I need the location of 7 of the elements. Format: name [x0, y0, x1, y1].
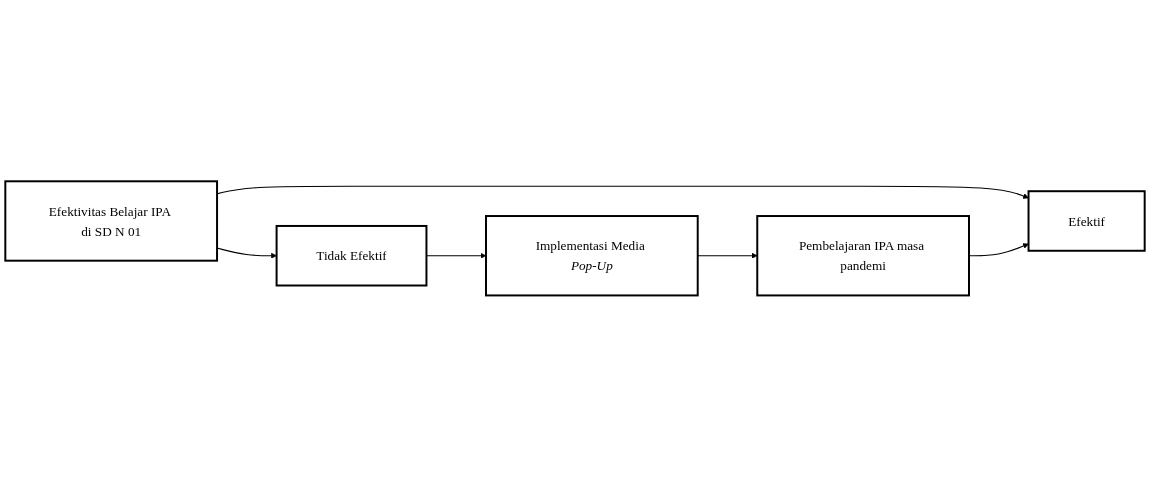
node-box: Efektif	[1027, 190, 1146, 252]
arrow	[697, 252, 758, 259]
node-box: Pembelajaran IPA masa pandemi	[756, 215, 970, 297]
arrow	[968, 243, 1029, 257]
node-box: Implementasi Media Pop-Up	[485, 215, 699, 297]
node-box: Tidak Efektif	[275, 225, 428, 287]
node-box: Efektivitas Belajar IPA di SD N 01	[4, 180, 219, 262]
